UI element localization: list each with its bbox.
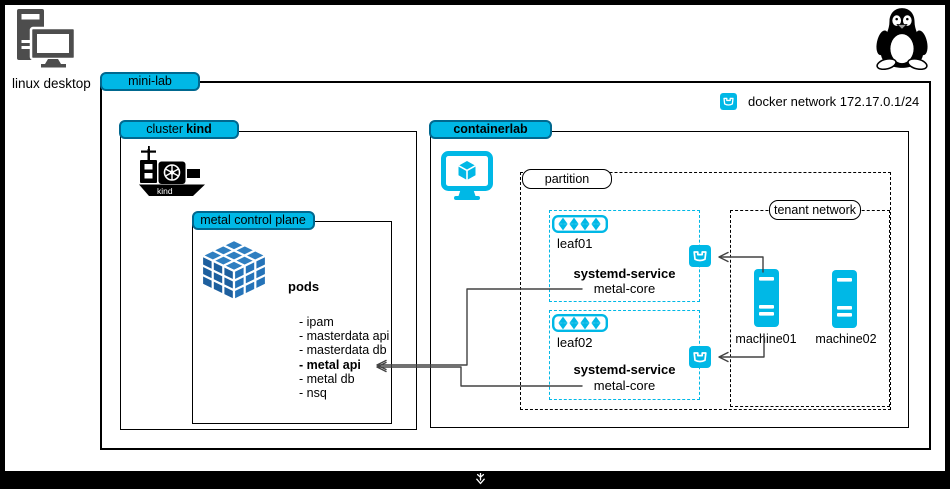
- leaf02-service-type: systemd-service: [573, 362, 676, 377]
- leaf01-switch-icon: [552, 215, 608, 233]
- tenant-network-box: tenant network machine01 machine02: [730, 200, 890, 407]
- pod-item: - masterdata db: [299, 343, 387, 358]
- pod-item: - nsq: [299, 386, 327, 401]
- pod-item: - metal db: [299, 371, 355, 386]
- linux-desktop-computer-icon: [17, 9, 76, 68]
- minilab-label: mini-lab: [128, 74, 172, 89]
- leaf01-box: leaf01 systemd-service metal-core: [549, 210, 711, 302]
- leaf01-service-type: systemd-service: [573, 266, 676, 281]
- partition-label: partition: [544, 171, 590, 186]
- pod-item: - masterdata api: [299, 329, 390, 344]
- docker-network-label: docker network 172.17.0.1/24: [748, 94, 920, 109]
- svg-text:kind: kind: [157, 186, 173, 196]
- leaf02-docker-bridge-icon: [689, 346, 711, 368]
- leaf01-service-name: metal-core: [593, 281, 656, 296]
- control-plane-cube-icon: [201, 239, 267, 301]
- machine02-label: machine02: [815, 332, 877, 346]
- leaf02-label: leaf02: [557, 335, 593, 350]
- frame-top: [0, 0, 950, 5]
- partition-box: partition: [520, 169, 891, 410]
- pods-list: - ipam - masterdata api - masterdata db …: [299, 315, 389, 400]
- containerlab-box: containerlab: [429, 120, 909, 428]
- minilab-box: mini-lab docker network 172.17.0.1/24: [100, 72, 931, 450]
- containerlab-monitor-icon: [441, 151, 493, 200]
- docker-network-icon: [720, 93, 737, 110]
- minilab-tab: mini-lab: [100, 72, 200, 91]
- tenant-network-label: tenant network: [774, 202, 856, 217]
- linux-desktop-label: linux desktop: [12, 76, 91, 91]
- linux-desktop-group: linux desktop: [12, 8, 91, 92]
- metal-control-plane-tab: metal control plane: [191, 210, 315, 230]
- partition-tab: partition: [522, 169, 612, 189]
- cluster-label-prefix: cluster: [146, 122, 184, 137]
- containerlab-label: containerlab: [453, 122, 528, 137]
- tenant-network-tab: tenant network: [769, 200, 861, 220]
- metal-control-plane-box: metal control plane pods - ipam - master…: [191, 210, 392, 424]
- containerlab-tab: containerlab: [429, 120, 552, 139]
- down-arrow-glyph: [476, 473, 485, 485]
- leaf02-box: leaf02 systemd-service metal-core: [549, 310, 711, 400]
- pods-heading: pods: [288, 279, 320, 294]
- cluster-kind-tab: cluster kind: [119, 120, 239, 139]
- linux-tux-penguin-icon: [876, 8, 928, 70]
- cluster-kind-box: cluster kind kind: [119, 120, 417, 430]
- frame-bottom-bar: [0, 471, 950, 489]
- leaf01-label: leaf01: [557, 236, 593, 251]
- leaf02-service-name: metal-core: [593, 378, 656, 393]
- kind-ship-icon: kind: [139, 146, 205, 196]
- machine01-label: machine01: [735, 332, 797, 346]
- cluster-label-bold: kind: [186, 122, 212, 137]
- leaf01-docker-bridge-icon: [689, 245, 711, 267]
- pod-item-metal-api: - metal api: [299, 357, 361, 372]
- leaf02-switch-icon: [552, 314, 608, 332]
- machine02-server-icon: [832, 270, 857, 328]
- pod-item: - ipam: [299, 315, 334, 329]
- machine01-server-icon: [754, 269, 779, 327]
- frame-right: [945, 0, 950, 489]
- metal-control-plane-label: metal control plane: [200, 212, 306, 227]
- frame-left: [0, 0, 5, 489]
